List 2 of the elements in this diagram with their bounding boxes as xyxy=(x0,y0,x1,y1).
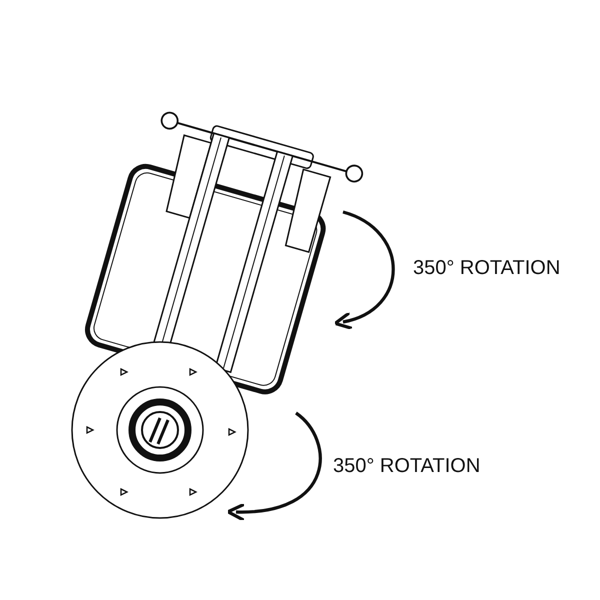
rotation-label: 350° ROTATION xyxy=(413,258,560,278)
rotation-label: 350° ROTATION xyxy=(333,456,480,476)
